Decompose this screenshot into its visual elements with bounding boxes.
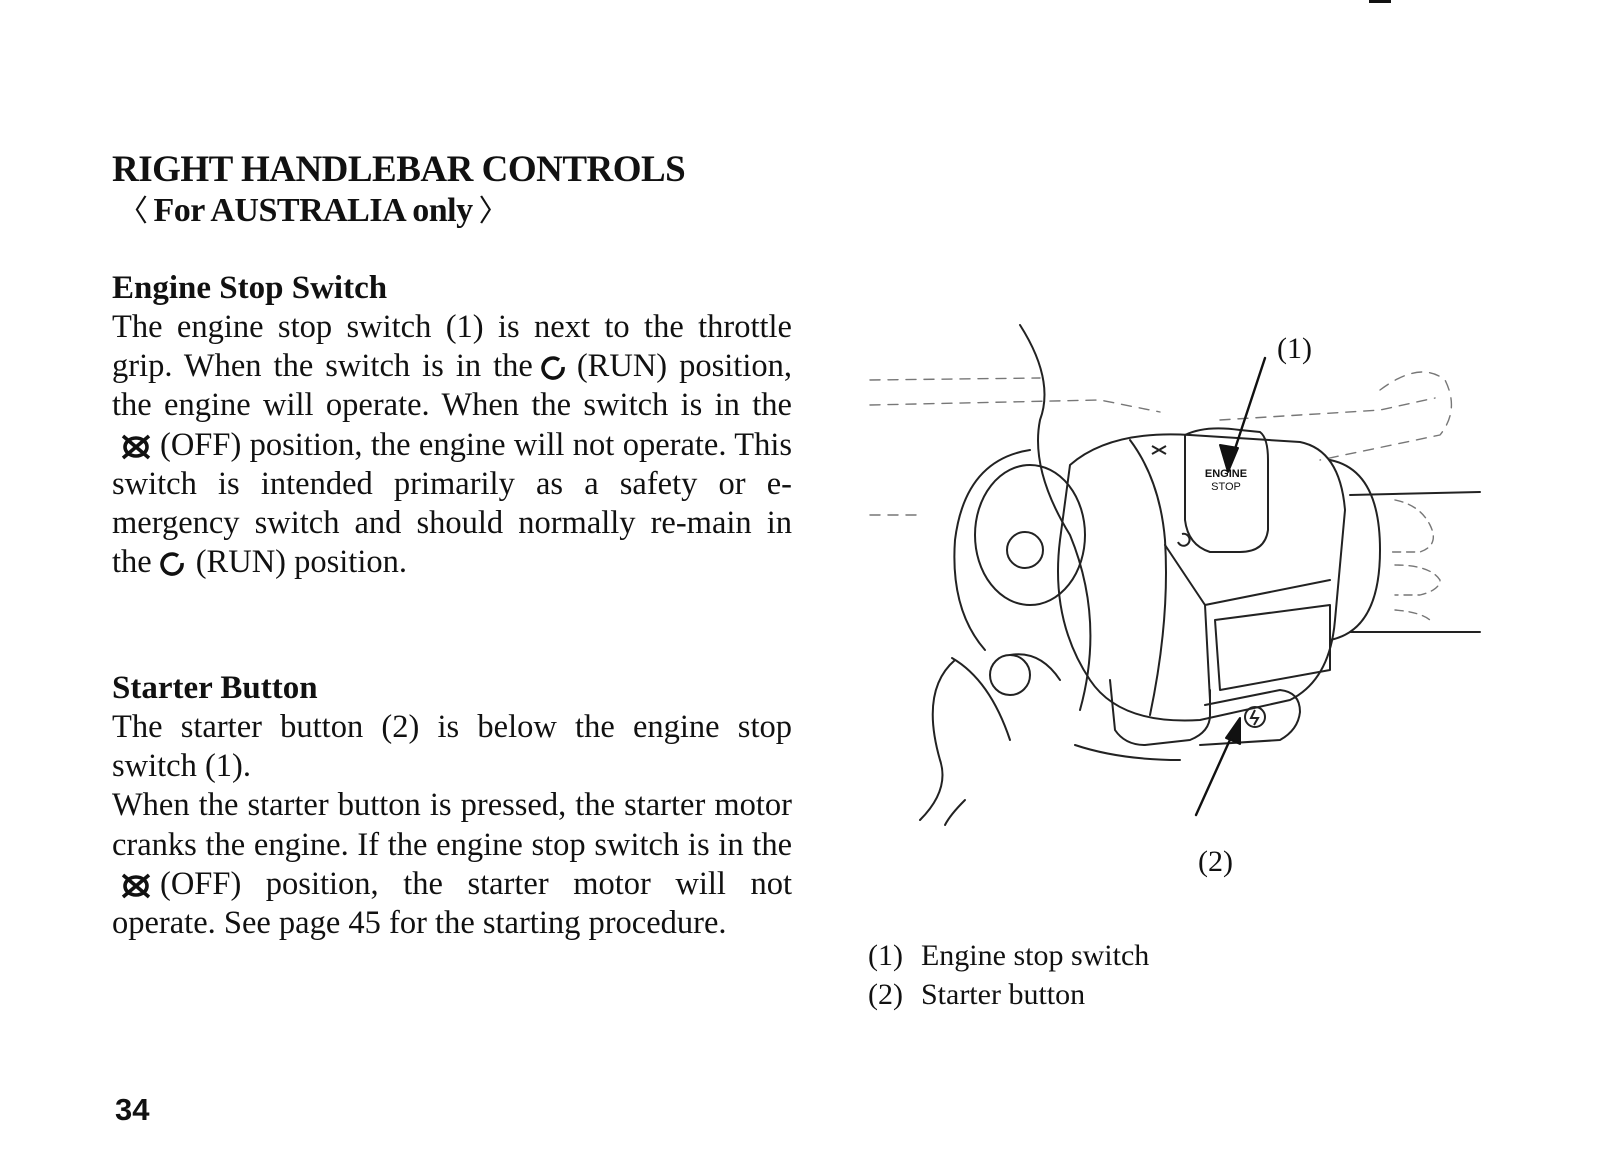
engine-stop-switch-section: Engine Stop Switch The engine stop switc… [112,268,792,582]
section-heading: Engine Stop Switch [112,270,388,306]
starter-symbol-icon [1244,706,1266,728]
off-mark-icon [1151,445,1167,455]
caption-label: Engine stop switch [920,939,1150,972]
bracket-close: 〉 [478,195,509,228]
body-text: The engine stop switch (1) is next to th… [112,309,792,385]
handlebar-illustration: ENGINE STOP [869,324,1481,826]
page-subtitle: 〈For AUSTRALIA only〉 [112,190,685,233]
page-title: RIGHT HANDLEBAR CONTROLS [112,149,686,190]
caption-row: (2) Starter button [868,975,1149,1014]
section-body: The engine stop switch (1) is next to th… [112,308,792,582]
callout-1: (1) [1277,332,1312,365]
run-mark-icon [1177,532,1191,547]
body-text: (RUN) position, the engine will operate.… [112,348,792,424]
caption-row: (1) Engine stop switch [868,936,1149,975]
page-number: 34 [115,1092,150,1127]
page-edge-mark [1369,0,1391,3]
body-text: When the starter button is pressed, the … [112,787,792,863]
run-symbol-icon [160,552,184,576]
section-heading: Starter Button [112,670,318,706]
off-symbol-icon [121,434,151,460]
figure-captions: (1) Engine stop switch (2) Starter button [868,936,1149,1014]
bracket-open: 〈 [118,195,148,228]
body-text: (RUN) position. [195,544,407,581]
caption-number: (1) [868,939,903,972]
title-block: RIGHT HANDLEBAR CONTROLS 〈For AUSTRALIA … [112,149,686,233]
body-text: (OFF) position, the starter motor will n… [112,865,792,942]
switch-label-stop: STOP [1211,481,1241,493]
starter-button-section: Starter Button The starter button (2) is… [112,668,792,943]
section-body: When the starter button is pressed, the … [112,786,792,943]
caption-label: Starter button [920,978,1086,1011]
body-text: The starter button (2) is below the engi… [112,709,792,785]
body-text: (OFF) position, the engine will not oper… [112,426,792,581]
switch-label-engine: ENGINE [1205,468,1247,480]
off-symbol-icon [121,873,151,899]
callout-2: (2) [1198,845,1233,878]
subtitle-text: For AUSTRALIA only [153,192,474,229]
section-body: The starter button (2) is below the engi… [112,708,792,786]
caption-number: (2) [868,978,903,1011]
run-symbol-icon [541,356,565,380]
